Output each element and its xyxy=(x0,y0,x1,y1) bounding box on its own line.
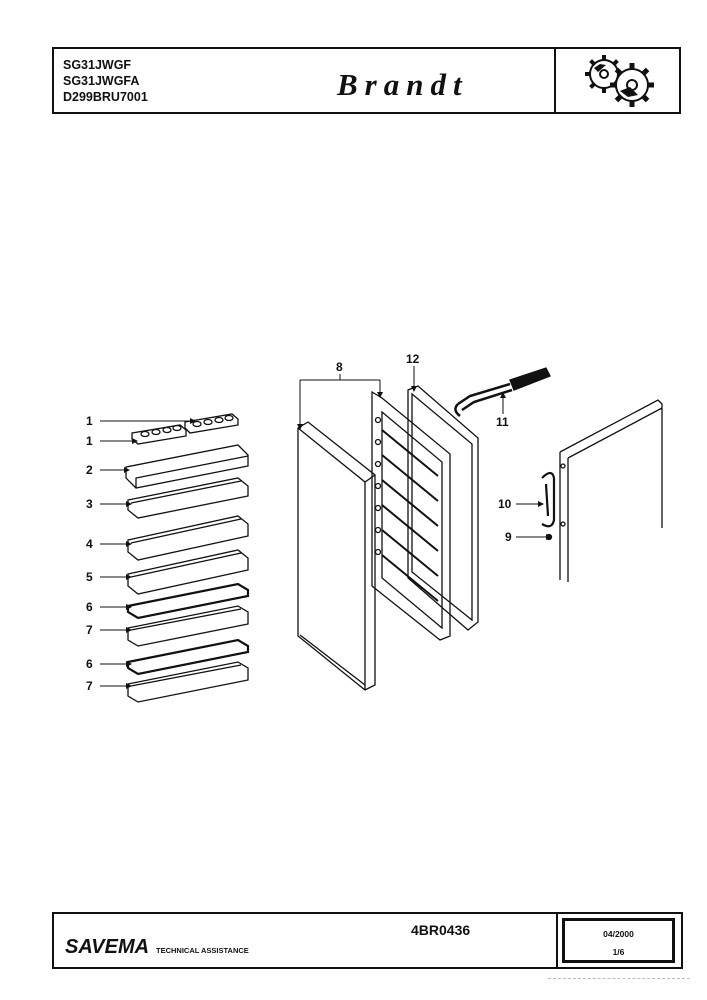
balcony-cover-part xyxy=(126,638,250,676)
callout-label: 1 xyxy=(86,434,93,448)
door-shelf-part xyxy=(125,444,249,489)
parts-drawing xyxy=(100,366,663,703)
model-code: SG31JWGF xyxy=(63,58,132,72)
egg-rack-part xyxy=(131,424,187,445)
egg-rack-part xyxy=(184,413,239,434)
cabinet-side-part xyxy=(559,399,663,582)
callout-label: 7 xyxy=(86,679,93,693)
callout-label: 7 xyxy=(86,623,93,637)
company-name: SAVEMA xyxy=(65,936,150,958)
callout-label: 1 xyxy=(86,414,93,428)
door-balcony-part xyxy=(127,661,249,703)
date-panel: 04/2000 1/6 xyxy=(556,914,681,967)
page-number: 1/6 xyxy=(612,947,625,957)
callout-label: 10 xyxy=(498,497,512,511)
door-balcony-part xyxy=(127,515,249,561)
callout-label: 3 xyxy=(86,497,93,511)
callout-label: 6 xyxy=(86,657,93,671)
document-date: 04/2000 xyxy=(603,929,634,939)
date-frame: 04/2000 1/6 xyxy=(562,918,675,963)
model-code: SG31JWGFA xyxy=(63,74,140,88)
model-list: SG31JWGF SG31JWGFA D299BRU7001 xyxy=(63,57,148,105)
exploded-parts-diagram: 1 1 2 3 4 5 6 7 6 7 8 9 10 11 12 xyxy=(0,340,707,720)
tool-part xyxy=(454,367,551,417)
footer-block: SAVEMA TECHNICAL ASSISTANCE 4BR0436 04/2… xyxy=(52,912,683,969)
callout-label: 11 xyxy=(496,415,509,429)
door-liner-part xyxy=(371,390,451,641)
callout-label: 8 xyxy=(336,360,343,374)
door-panel-part xyxy=(297,421,376,691)
gears-logo-icon xyxy=(585,55,654,107)
door-balcony-part xyxy=(127,477,249,519)
company-subtitle: TECHNICAL ASSISTANCE xyxy=(156,946,249,955)
logo-panel xyxy=(554,49,681,112)
callout-label: 12 xyxy=(406,352,420,366)
callout-label: 5 xyxy=(86,570,93,584)
brand-logo: Brandt xyxy=(337,67,469,102)
callout-label: 2 xyxy=(86,463,93,477)
balcony-cover-part xyxy=(126,582,250,620)
model-code: D299BRU7001 xyxy=(63,90,148,104)
divider xyxy=(548,978,690,979)
callout-label: 9 xyxy=(505,530,512,544)
document-reference: 4BR0436 xyxy=(411,922,471,938)
title-block: SG31JWGF SG31JWGFA D299BRU7001 Brandt xyxy=(52,47,681,114)
callout-label: 4 xyxy=(86,537,93,551)
callout-label: 6 xyxy=(86,600,93,614)
door-balcony-part xyxy=(127,605,249,647)
door-handle-part xyxy=(541,471,556,528)
door-gasket-part xyxy=(407,385,479,631)
door-balcony-part xyxy=(127,549,249,595)
